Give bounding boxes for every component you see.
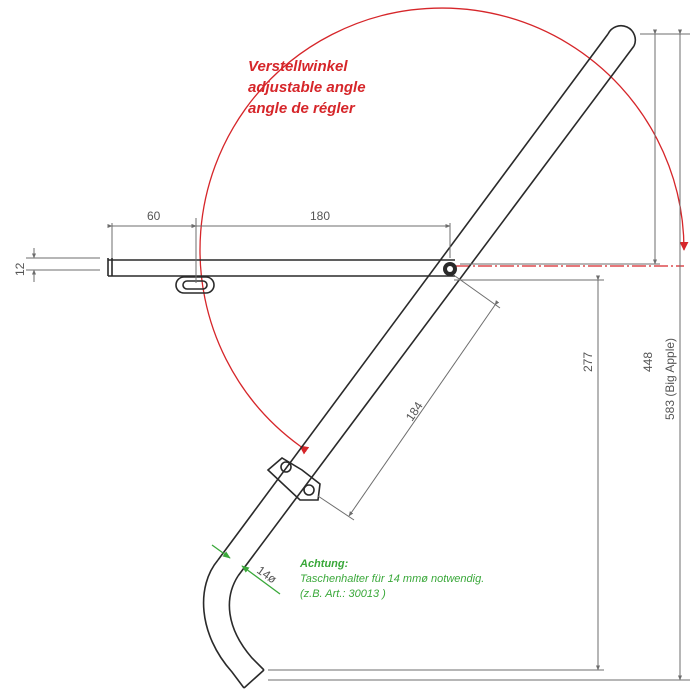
note-line-2: (z.B. Art.: 30013 ) bbox=[300, 588, 386, 600]
note-line-1: Taschenhalter für 14 mmø notwendig. bbox=[300, 573, 484, 585]
angle-label-de: Verstellwinkel bbox=[248, 58, 348, 75]
note-title: Achtung: bbox=[299, 558, 349, 570]
diagonal-tube bbox=[202, 24, 637, 689]
dimension-184 bbox=[317, 275, 501, 521]
dim-14-label: 14ø bbox=[254, 563, 280, 587]
dimension-top bbox=[107, 218, 451, 283]
dim-184-label: 184 bbox=[403, 399, 426, 424]
adjustable-angle-arc bbox=[199, 7, 689, 455]
dim-277-label: 277 bbox=[581, 352, 595, 372]
dim-180-label: 180 bbox=[310, 209, 330, 223]
dim-12-label: 12 bbox=[13, 262, 27, 276]
dimension-448 bbox=[460, 29, 660, 265]
dimension-12 bbox=[26, 248, 100, 282]
angle-label-en: adjustable angle bbox=[248, 79, 366, 96]
dim-583-label: 583 (Big Apple) bbox=[663, 338, 677, 420]
dimension-583 bbox=[268, 29, 690, 681]
dim-448-label: 448 bbox=[641, 352, 655, 372]
dimension-14 bbox=[211, 544, 281, 595]
dim-60-label: 60 bbox=[147, 209, 161, 223]
angle-label-fr: angle de régler bbox=[248, 100, 356, 117]
tube-bracket bbox=[266, 457, 321, 501]
dimension-277 bbox=[268, 275, 604, 671]
horizontal-arm bbox=[107, 258, 455, 277]
arm-bracket bbox=[175, 276, 215, 294]
